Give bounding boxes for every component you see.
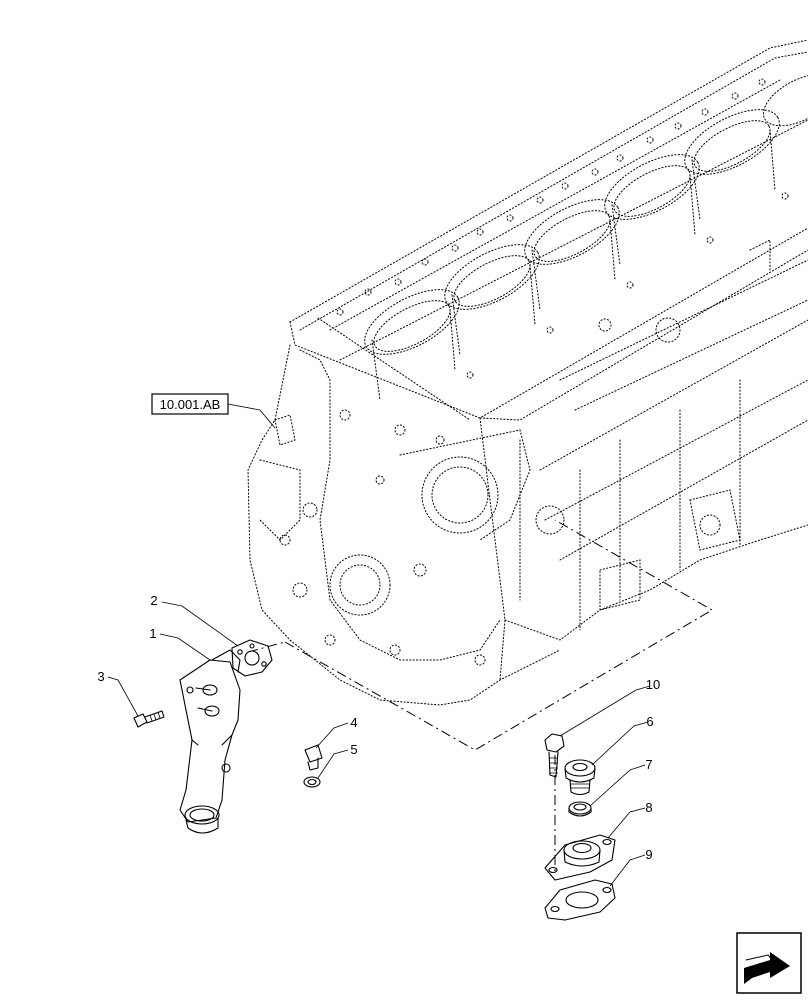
callout-10: 10 [646,677,660,692]
part-8-flange-housing [544,834,616,881]
part-5-washer [303,776,321,788]
part-3-bolt [133,710,165,728]
part-7-seal-ring [568,801,592,817]
reference-box[interactable]: 10.001.AB [151,393,229,415]
part-9-gasket [544,879,616,921]
part-10-bolt [544,733,565,778]
callout-1: 1 [149,626,156,641]
part-6-plug [564,759,596,796]
callout-3: 3 [97,669,104,684]
callout-9: 9 [645,847,652,862]
callout-4: 4 [350,715,357,730]
callout-8: 8 [645,800,652,815]
callouts: 2 1 3 4 5 10 6 7 8 9 [97,593,660,862]
callout-5: 5 [350,742,357,757]
part-2-gasket [231,639,273,677]
leader-lines [107,403,651,887]
engine-block-outline [247,39,808,706]
callout-7: 7 [645,757,652,772]
next-page-arrow-icon[interactable] [736,932,802,994]
reference-label: 10.001.AB [160,397,221,412]
callout-6: 6 [646,714,653,729]
assembly-lines [247,519,713,875]
part-4-plug [304,744,323,771]
part-1-coolant-pipe [179,649,241,834]
deck-holes [336,78,789,379]
callout-2: 2 [150,593,157,608]
